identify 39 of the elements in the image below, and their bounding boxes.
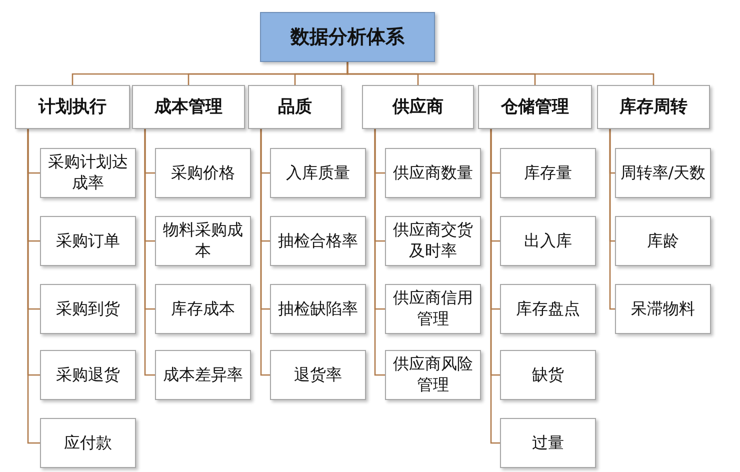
metric-box: 过量 xyxy=(500,418,596,468)
metric-box: 采购到货 xyxy=(40,284,136,334)
metric-box: 库存盘点 xyxy=(500,284,596,334)
metric-box: 成本差异率 xyxy=(155,350,251,400)
connector-line xyxy=(374,129,385,376)
metric-box: 呆滞物料 xyxy=(615,284,711,334)
metric-box: 供应商交货及时率 xyxy=(385,216,481,266)
metric-box: 采购订单 xyxy=(40,216,136,266)
connector-line xyxy=(609,129,615,310)
category-box: 仓储管理 xyxy=(478,85,592,129)
metric-box: 出入库 xyxy=(500,216,596,266)
metric-box: 抽检合格率 xyxy=(270,216,366,266)
metric-box: 抽检缺陷率 xyxy=(270,284,366,334)
metric-box: 缺货 xyxy=(500,350,596,400)
metric-box: 供应商风险管理 xyxy=(385,350,481,400)
category-box: 品质 xyxy=(248,85,342,129)
category-box: 计划执行 xyxy=(15,85,130,129)
category-box: 成本管理 xyxy=(132,85,245,129)
connector-line xyxy=(27,129,40,444)
category-box: 库存周转 xyxy=(597,85,710,129)
metric-box: 周转率/天数 xyxy=(615,148,711,198)
metric-box: 供应商信用管理 xyxy=(385,284,481,334)
metric-box: 库龄 xyxy=(615,216,711,266)
metric-box: 物料采购成本 xyxy=(155,216,251,266)
connector-line xyxy=(144,129,155,376)
metric-box: 采购价格 xyxy=(155,148,251,198)
connector-line xyxy=(490,129,500,444)
category-box: 供应商 xyxy=(362,85,474,129)
metric-box: 采购退货 xyxy=(40,350,136,400)
title-box: 数据分析体系 xyxy=(260,12,435,62)
metric-box: 库存量 xyxy=(500,148,596,198)
metric-box: 应付款 xyxy=(40,418,136,468)
metric-box: 退货率 xyxy=(270,350,366,400)
metric-box: 采购计划达成率 xyxy=(40,148,136,198)
connector-line xyxy=(346,62,654,85)
connector-line xyxy=(260,129,270,376)
metric-box: 供应商数量 xyxy=(385,148,481,198)
metric-box: 库存成本 xyxy=(155,284,251,334)
metric-box: 入库质量 xyxy=(270,148,366,198)
